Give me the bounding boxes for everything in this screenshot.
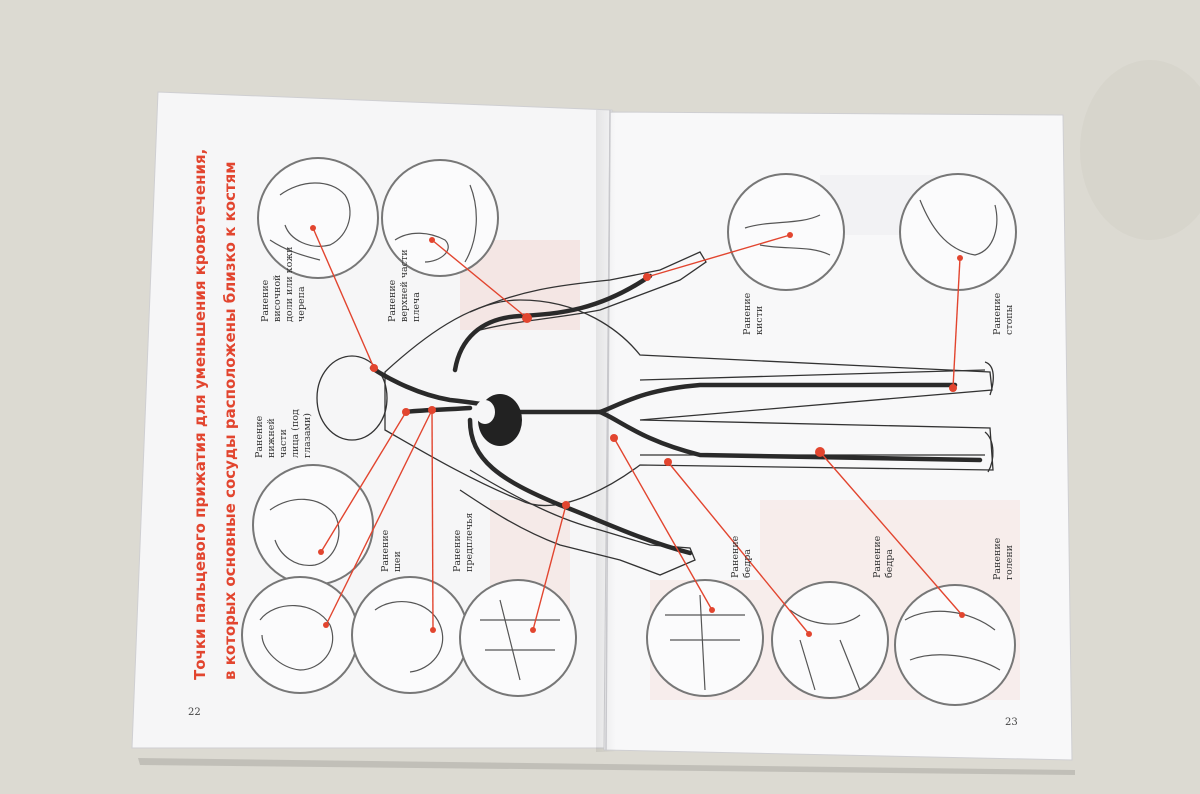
svg-text:голени: голени bbox=[1004, 545, 1015, 580]
head-outline bbox=[316, 355, 388, 441]
svg-text:кисти: кисти bbox=[754, 306, 765, 335]
caption-lower-face: Ранение нижней части лица (под глазами) bbox=[254, 409, 313, 458]
svg-text:бедра: бедра bbox=[884, 549, 895, 578]
inset-hand bbox=[727, 173, 845, 291]
caption-neck: Ранение шеи bbox=[380, 529, 403, 572]
svg-text:Ранение: Ранение bbox=[872, 535, 883, 578]
caption-thigh-upper: Ранение бедра bbox=[730, 535, 753, 578]
svg-text:лица (под: лица (под bbox=[290, 409, 301, 458]
caption-thigh: Ранение бедра bbox=[872, 535, 895, 578]
pointer-lines bbox=[312, 227, 963, 635]
svg-text:Ранение: Ранение bbox=[992, 292, 1003, 335]
caption-forearm: Ранение предплечья bbox=[452, 513, 475, 572]
svg-text:верхней части: верхней части bbox=[399, 249, 410, 322]
svg-text:Ранение: Ранение bbox=[387, 279, 398, 322]
svg-text:Ранение: Ранение bbox=[742, 292, 753, 335]
svg-text:доли или кожи: доли или кожи bbox=[284, 247, 295, 322]
page-title: Точки пальцевого прижатия для уменьшения… bbox=[191, 149, 239, 680]
inset-thigh-upper bbox=[646, 579, 764, 697]
page-number-right: 23 bbox=[1005, 717, 1018, 728]
caption-upper-arm: Ранение верхней части плеча bbox=[387, 249, 422, 322]
svg-text:части: части bbox=[278, 429, 289, 458]
svg-text:черепа: черепа bbox=[296, 286, 307, 322]
svg-text:плеча: плеча bbox=[411, 292, 422, 322]
inset-sketches bbox=[259, 182, 1001, 691]
svg-text:нижней: нижней bbox=[266, 418, 277, 458]
svg-text:височной: височной bbox=[272, 275, 283, 322]
svg-text:предплечья: предплечья bbox=[464, 513, 475, 572]
svg-text:стопы: стопы bbox=[1004, 304, 1015, 335]
svg-text:бедра: бедра bbox=[742, 549, 753, 578]
svg-text:шеи: шеи bbox=[392, 551, 403, 572]
caption-temporal: Ранение височной доли или кожи черепа bbox=[260, 247, 307, 322]
svg-text:Ранение: Ранение bbox=[992, 537, 1003, 580]
caption-shin: Ранение голени bbox=[992, 537, 1015, 580]
inset-forearm bbox=[459, 579, 577, 697]
svg-text:в которых основные сосуды расп: в которых основные сосуды расположены бл… bbox=[221, 161, 239, 680]
inset-shin bbox=[894, 584, 1016, 706]
svg-text:Ранение: Ранение bbox=[452, 529, 463, 572]
caption-hand: Ранение кисти bbox=[742, 292, 765, 335]
inset-upper-arm bbox=[381, 159, 499, 277]
page-number-left: 22 bbox=[188, 707, 201, 718]
svg-text:Точки пальцевого прижатия для: Точки пальцевого прижатия для уменьшения… bbox=[191, 149, 209, 680]
svg-text:Ранение: Ранение bbox=[730, 535, 741, 578]
inset-thigh bbox=[771, 581, 889, 699]
svg-text:Ранение: Ранение bbox=[260, 279, 271, 322]
svg-text:Ранение: Ранение bbox=[380, 529, 391, 572]
svg-text:глазами): глазами) bbox=[302, 413, 313, 458]
inset-temporal bbox=[257, 157, 379, 279]
caption-foot: Ранение стопы bbox=[992, 292, 1015, 335]
inset-foot bbox=[899, 173, 1017, 291]
pressure-points bbox=[310, 225, 965, 637]
svg-text:Ранение: Ранение bbox=[254, 415, 265, 458]
inset-neck-2 bbox=[351, 576, 469, 694]
